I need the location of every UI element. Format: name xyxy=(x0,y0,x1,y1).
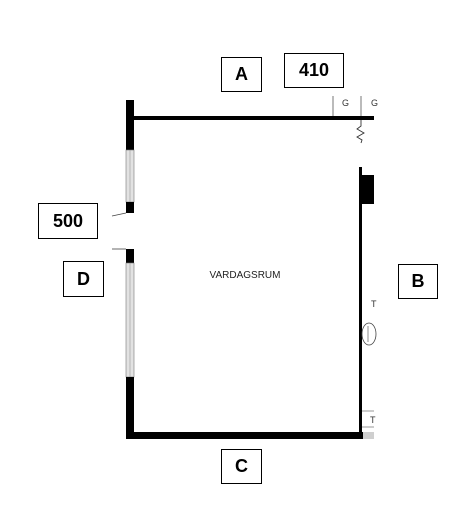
room-name: VARDAGSRUM xyxy=(209,270,281,281)
zigzag-symbol xyxy=(356,120,365,144)
fixture-label-g-2: G xyxy=(371,98,379,108)
dimension-label-top: 410 xyxy=(284,53,344,88)
right-wall xyxy=(359,167,362,439)
left-wall-upper xyxy=(126,100,134,150)
right-wall-block xyxy=(362,175,374,204)
side-label-d: D xyxy=(63,261,104,297)
fixture-label-t: T xyxy=(371,299,377,309)
fixture-label-g: G xyxy=(342,98,350,108)
bottom-wall-end xyxy=(363,432,374,439)
bottom-wall xyxy=(126,432,363,439)
side-label-c: C xyxy=(221,449,262,484)
left-wall-mid-lower xyxy=(126,249,134,263)
side-label-b: B xyxy=(398,264,438,299)
left-wall-mid-upper xyxy=(126,202,134,213)
dimension-label-left: 500 xyxy=(38,203,98,239)
left-wall-bottom xyxy=(126,377,134,439)
door-arc-upper xyxy=(111,212,127,217)
right-fixture-circle xyxy=(361,322,377,346)
fixture-label-t-2: T xyxy=(370,415,376,425)
side-label-a: A xyxy=(221,57,262,92)
top-wall xyxy=(126,116,374,120)
